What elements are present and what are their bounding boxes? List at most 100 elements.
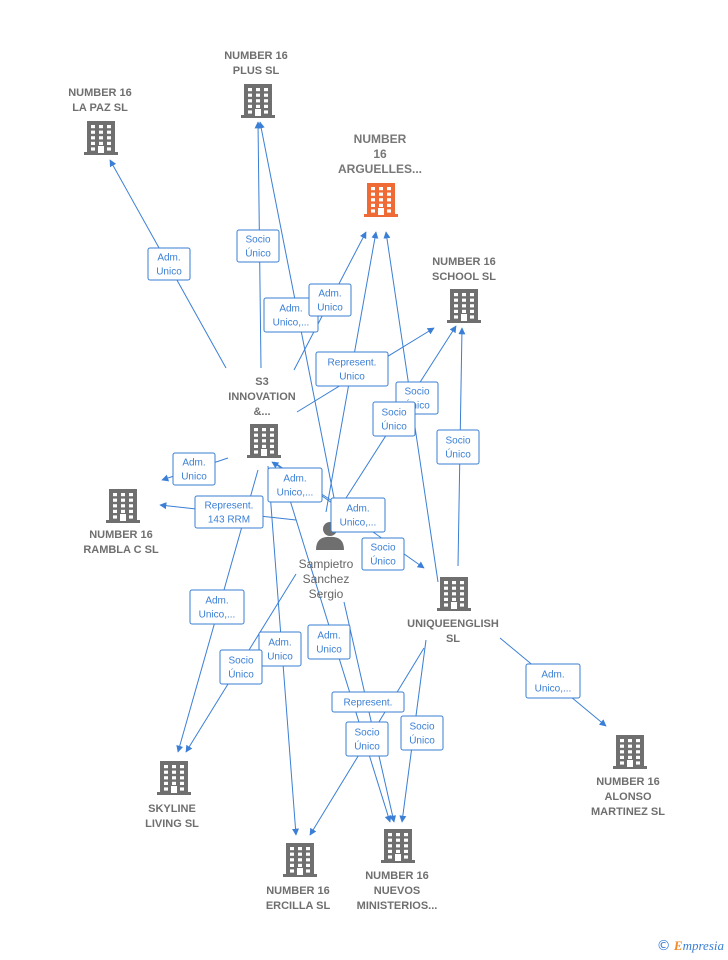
edge-label-text: Único (409, 734, 435, 747)
node-label-line: ERCILLA SL (266, 900, 331, 912)
node-label-line: &... (253, 406, 270, 418)
edge-label-text: Unico (339, 372, 365, 383)
node-label-line: S3 (255, 376, 268, 388)
edge-label-text: Unico (317, 303, 343, 314)
edge-label-text: Socio (370, 543, 395, 554)
node-label-line: UNIQUEENGLISH (407, 618, 499, 630)
edge-label-e18[interactable]: Adm.Unico,... (525, 663, 581, 699)
building-icon (157, 761, 191, 795)
edge-label-box (361, 537, 405, 571)
edge-label-text: Único (370, 555, 396, 568)
edge-label-text: Adm. (279, 304, 302, 315)
node-label-line: Sanchez (303, 572, 350, 586)
edge-label-text: Único (381, 420, 407, 433)
node-label-line: MARTINEZ SL (591, 806, 665, 818)
edge-label-e12[interactable]: Adm.Unico,... (330, 497, 386, 533)
copyright-icon: © (656, 938, 671, 954)
edge-label-e10[interactable]: Adm.Unico,... (267, 467, 323, 503)
node-label-line: ALONSO (604, 791, 652, 803)
edge-label-text: Único (228, 668, 254, 681)
edge-label-box (436, 429, 480, 465)
edge-label-text: Adm. (182, 458, 205, 469)
node-label-line: PLUS SL (233, 65, 280, 77)
edge-label-box (189, 589, 245, 625)
node-nuevos[interactable]: NUMBER 16NUEVOSMINISTERIOS... (357, 829, 438, 912)
edge-label-text: Adm. (318, 289, 341, 300)
edge-label-text: Unico,... (535, 684, 572, 695)
edge-label-e15[interactable]: Adm.Unico (258, 631, 302, 667)
edge-label-box (308, 283, 352, 317)
edge-label-box (315, 351, 389, 387)
edge-label-text: Único (445, 448, 471, 461)
edge-label-text: Unico,... (340, 518, 377, 529)
edge-label-e9[interactable]: Adm.Unico (172, 452, 216, 486)
edge-label-text: Unico (316, 645, 342, 656)
edge-label-box (307, 624, 351, 660)
node-label-line: NUMBER 16 (596, 776, 660, 788)
node-alonso[interactable]: NUMBER 16 ALONSO MARTINEZ SL (591, 735, 665, 818)
node-label-line: INNOVATION (228, 391, 295, 403)
edge-label-text: Socio (354, 728, 379, 739)
edge-label-text: Socio (409, 722, 434, 733)
edge-label-text: Represent. (205, 501, 254, 512)
node-uniqueenglish[interactable]: UNIQUEENGLISH SL (407, 577, 499, 645)
building-icon (364, 183, 398, 217)
edge-label-e11[interactable]: Represent.143 RRM (194, 495, 264, 529)
edge-label-text: Unico,... (199, 610, 236, 621)
node-label-line: 16 (373, 147, 387, 161)
edge-label-box (267, 467, 323, 503)
edge-label-e17[interactable]: Adm.Unico (307, 624, 351, 660)
edge-label-e14[interactable]: Adm.Unico,... (189, 589, 245, 625)
node-label-line: NUMBER 16 (365, 870, 429, 882)
node-arguelles[interactable]: NUMBER16ARGUELLES... (338, 132, 422, 217)
building-icon (241, 84, 275, 118)
edge-label-e5[interactable]: Represent.Unico (315, 351, 389, 387)
edge-label-e3[interactable]: Adm.Unico,... (263, 297, 319, 333)
edge-label-box (372, 401, 416, 437)
building-icon (437, 577, 471, 611)
edge-label-text: Adm. (268, 638, 291, 649)
building-icon (447, 289, 481, 323)
node-label-line: RAMBLA C SL (83, 544, 159, 556)
building-icon (613, 735, 647, 769)
building-icon (84, 121, 118, 155)
edge-label-text: Unico (156, 267, 182, 278)
empresia-logo[interactable]: © Empresia (657, 938, 724, 954)
edge-label-box (400, 715, 444, 751)
node-label-line: MINISTERIOS... (357, 900, 438, 912)
edge-label-text: Socio (228, 656, 253, 667)
node-label-line: SL (446, 633, 460, 645)
edge-label-e1[interactable]: Adm. Unico (147, 247, 191, 281)
brand-rest: mpresia (682, 938, 724, 953)
brand-initial: E (673, 938, 683, 953)
edge-label-text: Socio (404, 387, 429, 398)
edge-label-text: Unico,... (277, 488, 314, 499)
edge-label-e4[interactable]: Adm. Unico (308, 283, 352, 317)
edge-label-e19[interactable]: Represent. (331, 691, 405, 713)
edge-label-text: Socio (445, 436, 470, 447)
building-icon (283, 843, 317, 877)
edge-label-box (258, 631, 302, 667)
edge-label-text: Socio (245, 235, 270, 246)
edge-label-box (194, 495, 264, 529)
node-label-line: SKYLINE (148, 803, 196, 815)
edge-label-text: Adm. (157, 253, 180, 264)
edge-label-box (331, 691, 405, 713)
edge-labels-layer: Adm.UnicoSocioÚnicoAdm.Unico,...Adm.Unic… (147, 229, 581, 757)
